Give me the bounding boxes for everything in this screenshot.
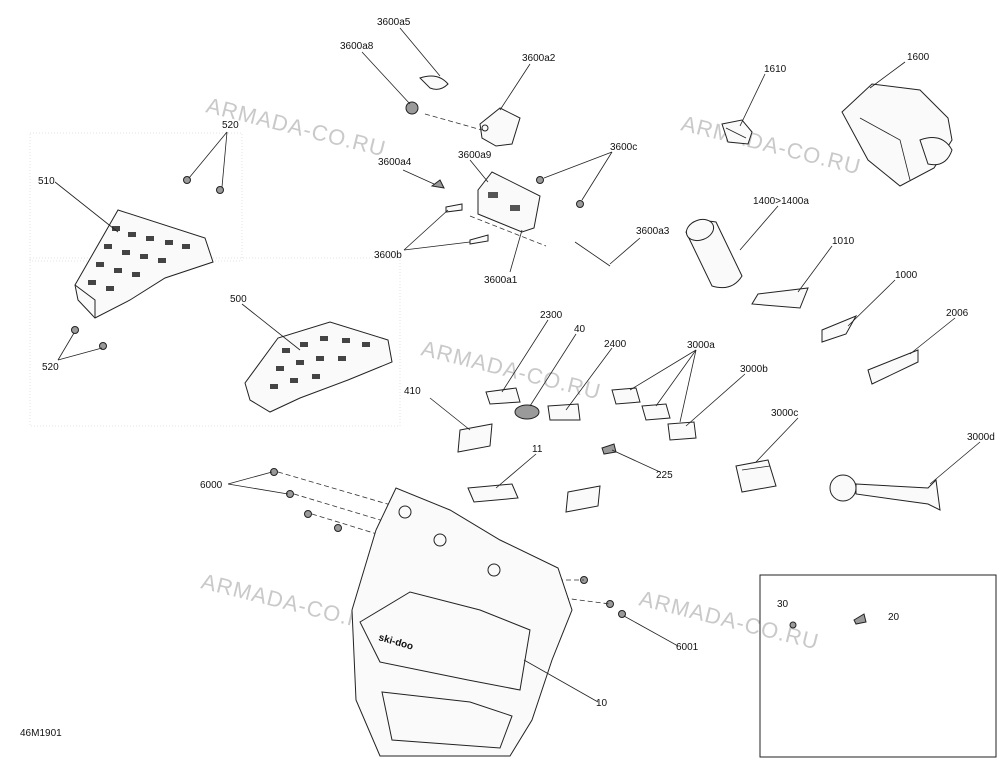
callout-30: 30 <box>777 599 789 610</box>
callout-225: 225 <box>656 470 673 481</box>
callout-3600a1: 3600a1 <box>484 275 518 286</box>
decal-2006 <box>867 349 919 385</box>
callout-3600b: 3600b <box>374 250 402 261</box>
callout-3600a5: 3600a5 <box>377 17 411 28</box>
callout-3000d: 3000d <box>967 432 995 443</box>
callout-3600a3: 3600a3 <box>636 226 670 237</box>
watermark: ARMADA-CO.RU <box>679 111 864 180</box>
watermark: ARMADA-CO.RU <box>637 586 822 655</box>
decal-1010 <box>751 287 809 309</box>
footrest-area-upper <box>29 132 243 262</box>
decal-3000a-2 <box>641 403 671 421</box>
decal-blank <box>565 485 601 513</box>
callout-520-top: 520 <box>222 120 239 131</box>
detail-box <box>759 574 997 758</box>
diagram-code: 46M1901 <box>20 728 62 739</box>
callout-1000: 1000 <box>895 270 918 281</box>
callout-20: 20 <box>888 612 900 623</box>
callout-labels: 3600a5 3600a8 3600a2 1610 1600 520 510 5… <box>20 17 995 739</box>
nuts-520 <box>71 176 224 350</box>
part-1400 <box>685 218 743 289</box>
decal-2300 <box>485 387 521 405</box>
footrest-area-lower <box>29 257 401 427</box>
callout-1010: 1010 <box>832 236 855 247</box>
callout-3000b: 3000b <box>740 364 768 375</box>
callout-1600: 1600 <box>907 52 930 63</box>
callout-3600a9: 3600a9 <box>458 150 492 161</box>
decal-2400 <box>547 403 581 421</box>
callout-6000: 6000 <box>200 480 223 491</box>
screws-6000 <box>270 468 626 618</box>
callout-1610: 1610 <box>764 64 787 75</box>
horn-3000d <box>829 474 941 511</box>
part-1610 <box>721 119 753 145</box>
clip-225 <box>601 443 617 455</box>
callout-10: 10 <box>596 698 608 709</box>
callout-1400-1400a: 1400>1400a <box>753 196 809 207</box>
decal-1000 <box>821 314 858 343</box>
decal-3000a-1 <box>611 387 641 405</box>
hood-10: ski-doo <box>351 487 573 757</box>
callout-2006: 2006 <box>946 308 969 319</box>
part-11 <box>467 483 519 503</box>
callout-510: 510 <box>38 176 55 187</box>
callout-6001: 6001 <box>676 642 699 653</box>
bracket-assembly-3600 <box>405 75 611 267</box>
footrest-510 <box>74 209 214 319</box>
callout-3600a4: 3600a4 <box>378 157 412 168</box>
callout-11: 11 <box>532 444 543 455</box>
callout-3000a: 3000a <box>687 340 715 351</box>
callout-3600a2: 3600a2 <box>522 53 556 64</box>
callout-520-bottom: 520 <box>42 362 59 373</box>
footrest-500 <box>244 321 393 413</box>
callout-3000c: 3000c <box>771 408 798 419</box>
part-1600 <box>841 83 953 187</box>
emblem-40 <box>514 404 540 420</box>
callout-40: 40 <box>574 324 586 335</box>
callout-2400: 2400 <box>604 339 627 350</box>
callout-3600c: 3600c <box>610 142 637 153</box>
decal-410 <box>457 423 493 453</box>
decal-3000b <box>667 421 697 441</box>
leader-lines <box>54 27 981 703</box>
callout-3600a8: 3600a8 <box>340 41 374 52</box>
part-3000c <box>735 459 777 493</box>
callout-2300: 2300 <box>540 310 563 321</box>
callout-500: 500 <box>230 294 247 305</box>
callout-410: 410 <box>404 386 421 397</box>
